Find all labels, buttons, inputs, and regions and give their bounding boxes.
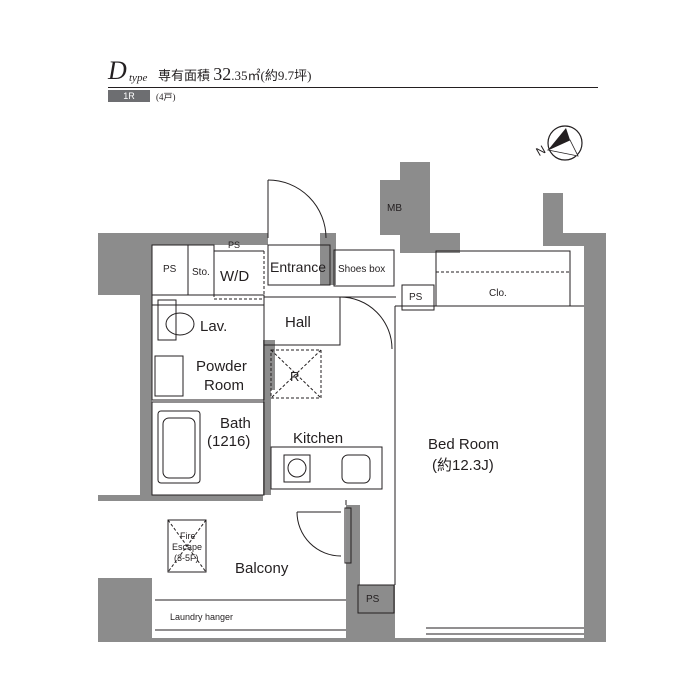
header-rule [108, 87, 598, 88]
unit-count: (4戸) [156, 92, 176, 102]
wd-label: W/D [220, 268, 249, 285]
plan-header: D type 専有面積 32.35㎡(約9.7坪) 1R (4戸) [0, 0, 700, 110]
powder-room-label-1: Powder [196, 358, 247, 375]
layout-badge: 1R [108, 90, 150, 102]
closet-label: Clo. [489, 288, 507, 299]
compass-icon: N [534, 125, 583, 161]
ps-bottom-label: PS [366, 594, 380, 605]
bed-room-label-1: Bed Room [428, 436, 499, 453]
area-value: 32 [213, 64, 232, 84]
fire-escape-label-3: (3-5F) [174, 553, 199, 563]
fire-escape-label-2: Escape [172, 542, 202, 552]
entrance-label: Entrance [270, 259, 326, 275]
kitchen-label: Kitchen [293, 430, 343, 447]
area-decimal: .35㎡(約9.7坪) [231, 68, 312, 83]
powder-room-label-2: Room [204, 377, 244, 394]
hall-label: Hall [285, 314, 311, 331]
bed-room-label-2: (約12.3J) [432, 457, 494, 474]
ps-left-label: PS [163, 264, 177, 275]
shoes-box-label: Shoes box [338, 264, 385, 275]
type-letter: D [108, 56, 127, 85]
balcony-label: Balcony [235, 560, 289, 577]
mb-label: MB [387, 203, 402, 214]
ps-right-label: PS [409, 292, 423, 303]
type-suffix: type [129, 72, 148, 84]
laundry-hanger-label: Laundry hanger [170, 612, 233, 622]
fire-escape-label-1: Fire [180, 531, 196, 541]
lavatory-label: Lav. [200, 318, 227, 335]
room-outlines [151, 179, 584, 635]
bath-label-1: Bath [220, 415, 251, 432]
walls [98, 162, 606, 642]
room-labels: PS PS Sto. W/D Entrance Shoes box MB PS … [163, 203, 507, 622]
area-label: 専有面積 [158, 68, 211, 83]
compass-north-label: N [534, 142, 549, 158]
bath-label-2: (1216) [207, 433, 250, 450]
refrigerator-label: R [290, 369, 299, 384]
area-info: 専有面積 32.35㎡(約9.7坪) [158, 64, 311, 85]
ps-top-label: PS [228, 240, 240, 250]
storage-label: Sto. [192, 267, 210, 278]
